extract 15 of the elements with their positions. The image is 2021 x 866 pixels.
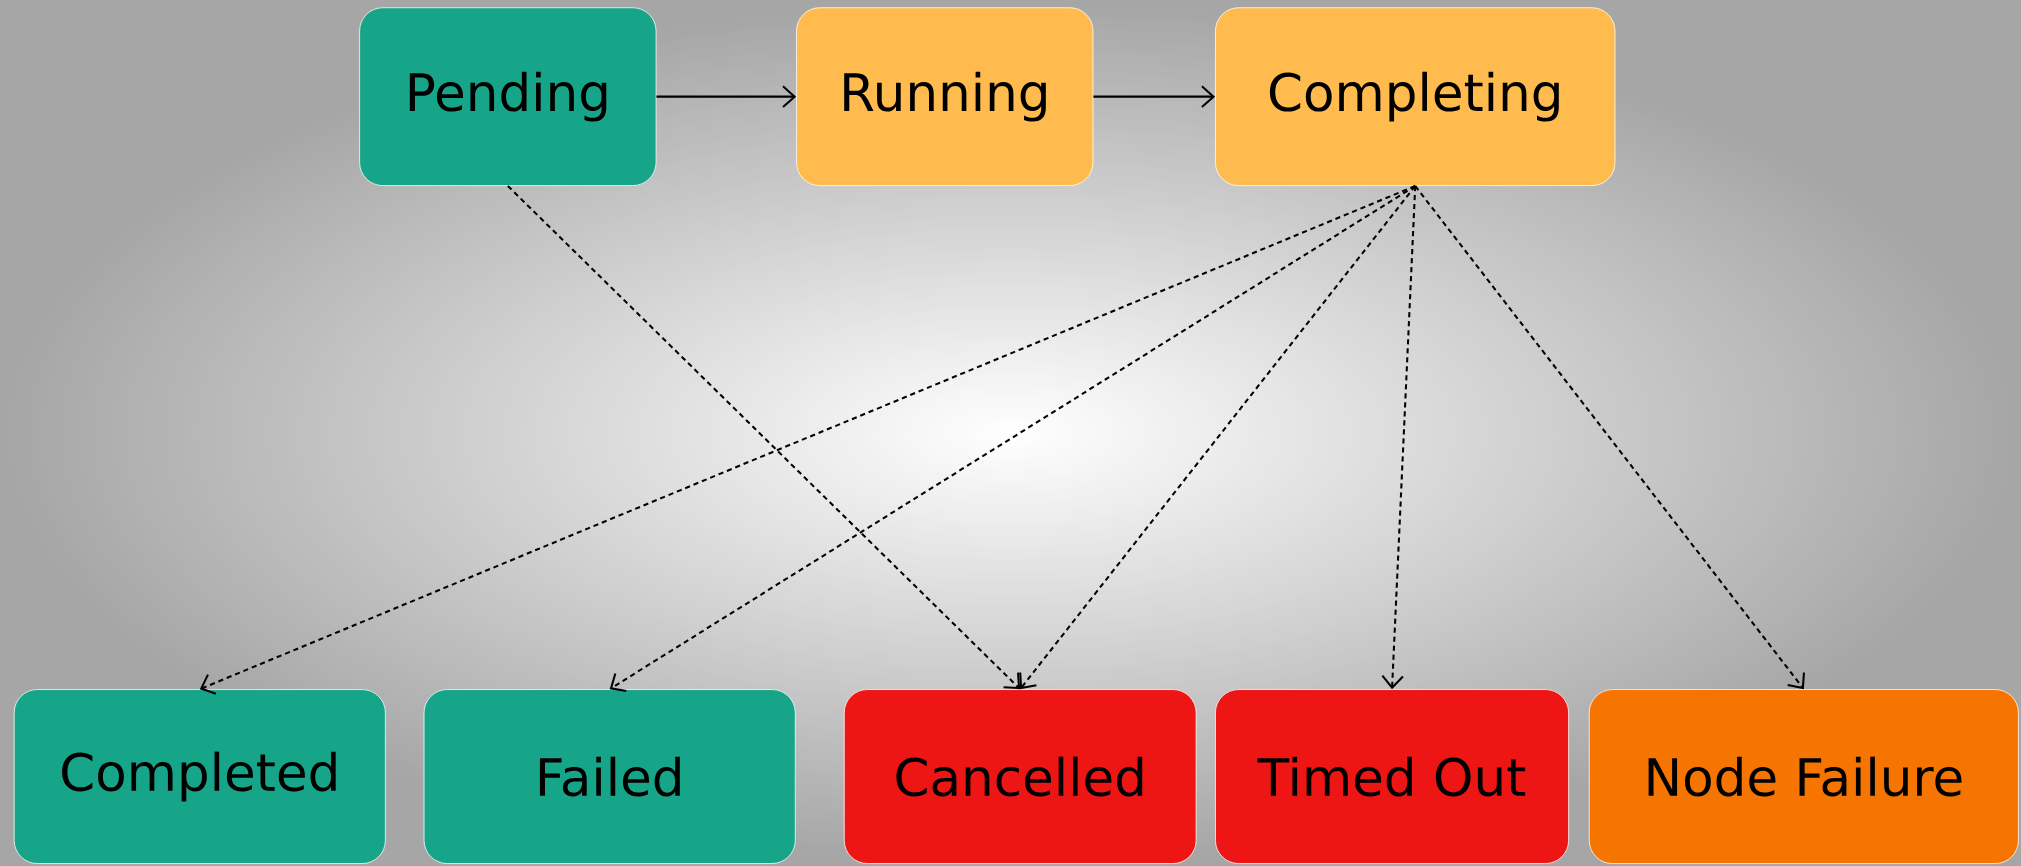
arrow bbox=[1093, 85, 1216, 108]
state-box: Node Failure bbox=[1588, 689, 2019, 864]
state-box: Completing bbox=[1215, 7, 1616, 186]
arrow bbox=[507, 185, 1021, 690]
state-box: Pending bbox=[359, 7, 657, 186]
arrow bbox=[1019, 185, 1417, 690]
arrow bbox=[1414, 185, 1805, 690]
arrow bbox=[609, 185, 1416, 692]
state-box: Completed bbox=[13, 689, 386, 864]
state-box: Cancelled bbox=[843, 689, 1197, 864]
arrow bbox=[1381, 185, 1417, 690]
arrow bbox=[656, 85, 797, 108]
state-box: Timed Out bbox=[1215, 689, 1569, 864]
state-box: Failed bbox=[423, 689, 796, 864]
state-box: Running bbox=[796, 7, 1094, 186]
